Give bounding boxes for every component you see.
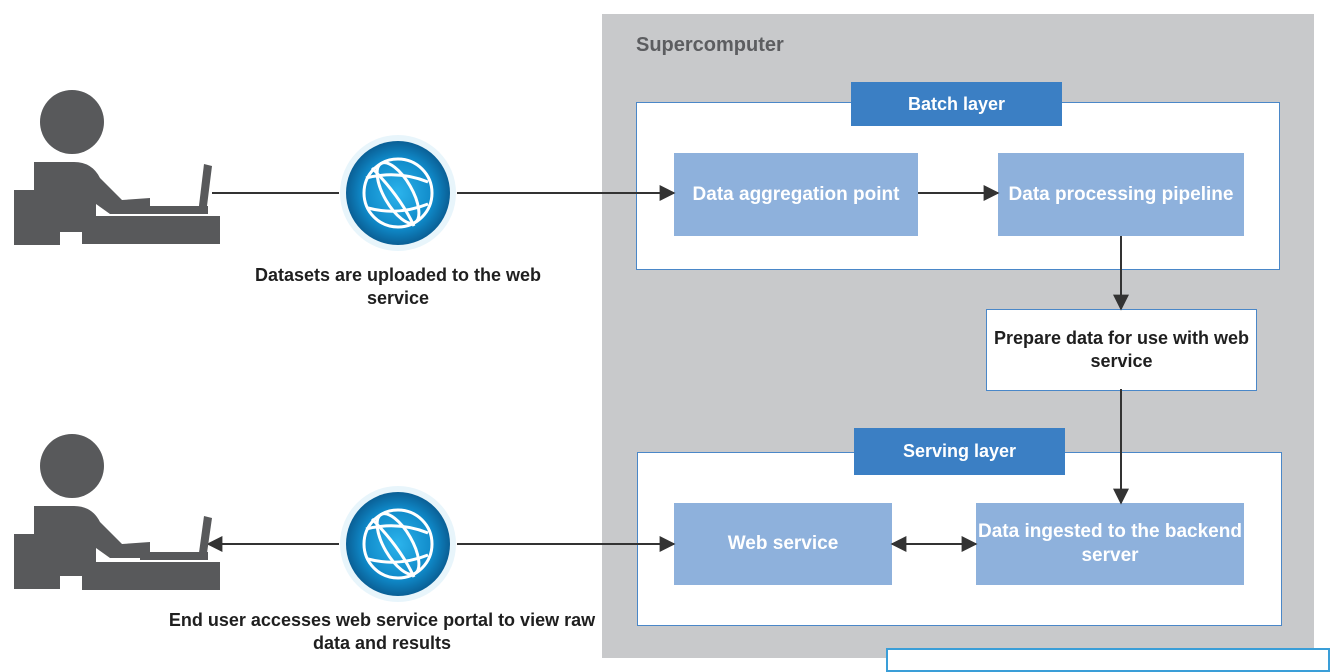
person-at-laptop-icon: [14, 90, 220, 245]
globe-icon: [340, 486, 456, 602]
prepare-data-box: Prepare data for use with web service: [986, 309, 1257, 391]
batch-layer-tab: Batch layer: [851, 82, 1062, 126]
diagram-graphics: [14, 90, 1129, 602]
access-caption: End user accesses web service portal to …: [168, 610, 596, 654]
data-processing-node: Data processing pipeline: [998, 153, 1244, 236]
globe-icon: [340, 135, 456, 251]
upload-caption: Datasets are uploaded to the web service: [254, 265, 542, 309]
serving-layer-tab: Serving layer: [854, 428, 1065, 475]
data-ingested-node: Data ingested to the backend server: [976, 503, 1244, 585]
supercomputer-title: Supercomputer: [636, 34, 784, 56]
web-service-node: Web service: [674, 503, 892, 585]
person-at-laptop-icon: [14, 434, 220, 590]
data-aggregation-node: Data aggregation point: [674, 153, 918, 236]
